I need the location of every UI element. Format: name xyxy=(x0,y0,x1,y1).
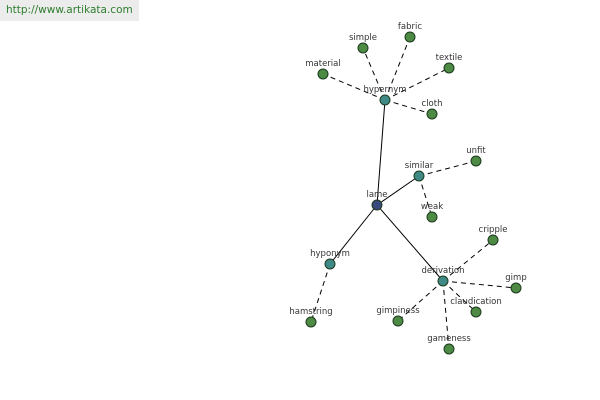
edge-derivation-gimp xyxy=(442,280,517,289)
node-hamstring[interactable]: hamstring xyxy=(289,307,333,328)
node-weak-label: weak xyxy=(421,202,443,212)
node-derivation[interactable]: derivation xyxy=(421,266,465,287)
node-weak[interactable]: weak xyxy=(421,202,443,223)
node-hamstring-label: hamstring xyxy=(289,307,332,317)
edge-hypernym-textile xyxy=(384,67,450,101)
node-derivation-dot[interactable] xyxy=(437,275,449,287)
graph-nodes: material simple fabric textile cloth hypernym… xyxy=(289,22,527,355)
edge-hypernym-simple xyxy=(362,47,386,101)
node-gimp[interactable]: gimp xyxy=(505,273,527,294)
edge-hypernym-cloth xyxy=(384,99,433,115)
node-simple[interactable]: simple xyxy=(349,33,377,54)
node-material[interactable]: material xyxy=(305,59,341,80)
node-lame-label: lame xyxy=(366,190,387,200)
node-gimp-label: gimp xyxy=(505,273,526,283)
node-unfit[interactable]: unfit xyxy=(466,146,486,167)
node-cripple[interactable]: cripple xyxy=(479,225,508,246)
node-fabric[interactable]: fabric xyxy=(398,22,422,43)
node-hypernym[interactable]: hypernym xyxy=(363,85,407,106)
edge-lame-derivation xyxy=(376,204,444,282)
node-lame-dot[interactable] xyxy=(371,199,383,211)
node-gameness[interactable]: gameness xyxy=(427,334,471,355)
node-gameness-label: gameness xyxy=(427,334,471,344)
edge-derivation-gameness xyxy=(442,280,450,350)
edge-derivation-gimpiness xyxy=(397,280,444,322)
node-claudication-label: claudication xyxy=(450,297,502,307)
node-weak-dot[interactable] xyxy=(426,211,438,223)
node-hypernym-dot[interactable] xyxy=(379,94,391,106)
node-cloth[interactable]: cloth xyxy=(422,99,443,120)
node-similar-dot[interactable] xyxy=(413,170,425,182)
node-unfit-dot[interactable] xyxy=(470,155,482,167)
edge-hypernym-material xyxy=(322,73,386,101)
node-gimp-dot[interactable] xyxy=(510,282,522,294)
edge-lame-hypernym xyxy=(376,99,386,206)
site-url-link[interactable]: http://www.artikata.com xyxy=(0,0,139,21)
node-similar[interactable]: similar xyxy=(405,161,434,182)
node-hyponym[interactable]: hyponym xyxy=(310,249,350,270)
node-gameness-dot[interactable] xyxy=(443,343,455,355)
node-derivation-label: derivation xyxy=(421,266,464,276)
node-fabric-label: fabric xyxy=(398,22,422,32)
node-textile-dot[interactable] xyxy=(443,62,455,74)
node-lame[interactable]: lame xyxy=(366,190,388,211)
node-gimpiness-label: gimpiness xyxy=(376,306,420,316)
node-cripple-dot[interactable] xyxy=(487,234,499,246)
edge-similar-weak xyxy=(418,175,433,218)
edge-lame-hyponym xyxy=(329,204,378,265)
node-gimpiness-dot[interactable] xyxy=(392,315,404,327)
node-textile[interactable]: textile xyxy=(436,53,463,74)
edge-derivation-claudication xyxy=(442,280,477,313)
graph-edges xyxy=(310,36,517,350)
node-claudication[interactable]: claudication xyxy=(450,297,502,318)
node-material-dot[interactable] xyxy=(317,68,329,80)
node-hyponym-label: hyponym xyxy=(310,249,350,259)
node-similar-label: similar xyxy=(405,161,434,171)
node-cloth-label: cloth xyxy=(422,99,443,109)
node-claudication-dot[interactable] xyxy=(470,306,482,318)
node-simple-dot[interactable] xyxy=(357,42,369,54)
node-hyponym-dot[interactable] xyxy=(324,258,336,270)
node-cloth-dot[interactable] xyxy=(426,108,438,120)
node-material-label: material xyxy=(305,59,340,69)
node-gimpiness[interactable]: gimpiness xyxy=(376,306,420,327)
node-textile-label: textile xyxy=(436,53,463,63)
edge-lame-similar xyxy=(376,175,420,206)
edge-similar-unfit xyxy=(418,160,477,177)
edge-hyponym-hamstring xyxy=(310,263,331,323)
node-fabric-dot[interactable] xyxy=(404,31,416,43)
node-simple-label: simple xyxy=(349,33,377,43)
node-cripple-label: cripple xyxy=(479,225,508,235)
node-unfit-label: unfit xyxy=(466,146,486,156)
node-hamstring-dot[interactable] xyxy=(305,316,317,328)
edge-hypernym-fabric xyxy=(384,36,411,101)
node-hypernym-label: hypernym xyxy=(363,85,406,95)
edge-derivation-cripple xyxy=(442,239,494,282)
